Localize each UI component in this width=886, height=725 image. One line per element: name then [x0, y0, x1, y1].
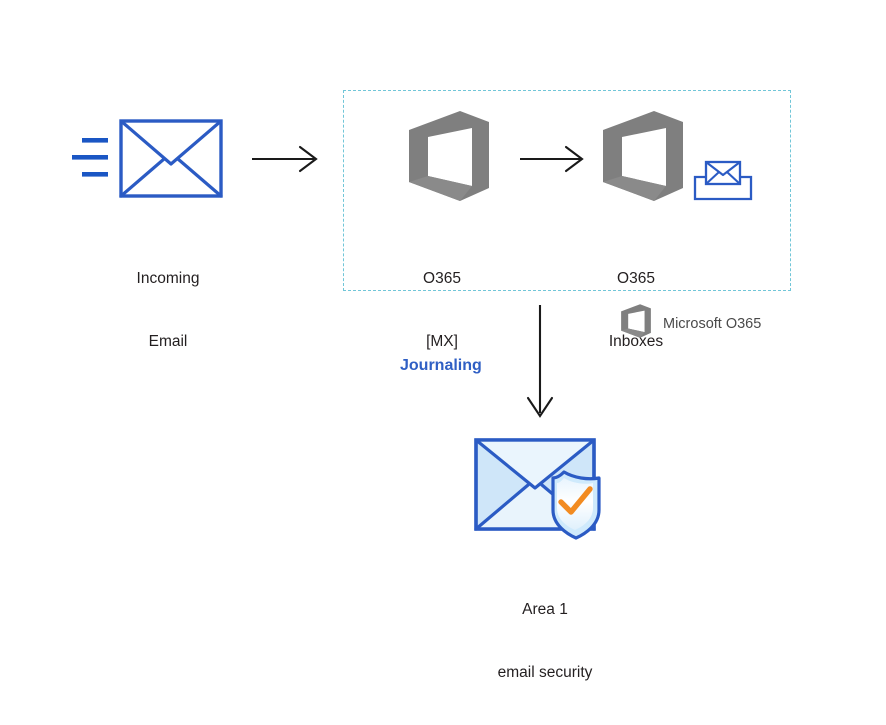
area1-label: Area 1 email security [465, 557, 625, 725]
incoming-email-label-line-2: Email [148, 333, 188, 350]
arrow-journaling-down-icon [523, 303, 557, 426]
microsoft-o365-icon [600, 110, 686, 207]
envelope-with-motion-lines-icon [72, 112, 227, 217]
arrow-mx-to-inboxes-icon [518, 142, 588, 181]
legend-microsoft-o365: Microsoft O365 [620, 303, 761, 344]
envelope-with-shield-check-icon [468, 432, 628, 549]
inbox-tray-envelope-icon [692, 159, 754, 208]
microsoft-o365-icon [406, 110, 492, 207]
o365-mx-label-line-2: [MX] [426, 333, 458, 350]
o365-inboxes-label-line-1: O365 [617, 270, 655, 287]
incoming-email-label: Incoming Email [88, 226, 248, 394]
o365-mx-label: O365 [MX] [382, 226, 502, 394]
o365-mx-label-line-1: O365 [423, 270, 461, 287]
journaling-edge-label: Journaling [400, 357, 482, 374]
o365-boundary [343, 90, 791, 291]
area1-label-line-2: email security [497, 664, 593, 681]
incoming-email-label-line-1: Incoming [136, 270, 200, 287]
area1-label-line-1: Area 1 [522, 601, 568, 618]
diagram-canvas: Incoming Email O365 [MX] [72, 90, 791, 681]
microsoft-o365-icon [620, 303, 652, 344]
o365-inboxes-label-line-2: Inboxes [608, 333, 664, 350]
arrow-incoming-to-boundary-icon [250, 142, 322, 181]
o365-inboxes-label: O365 Inboxes [576, 226, 696, 394]
legend-microsoft-o365-label: Microsoft O365 [663, 315, 762, 332]
